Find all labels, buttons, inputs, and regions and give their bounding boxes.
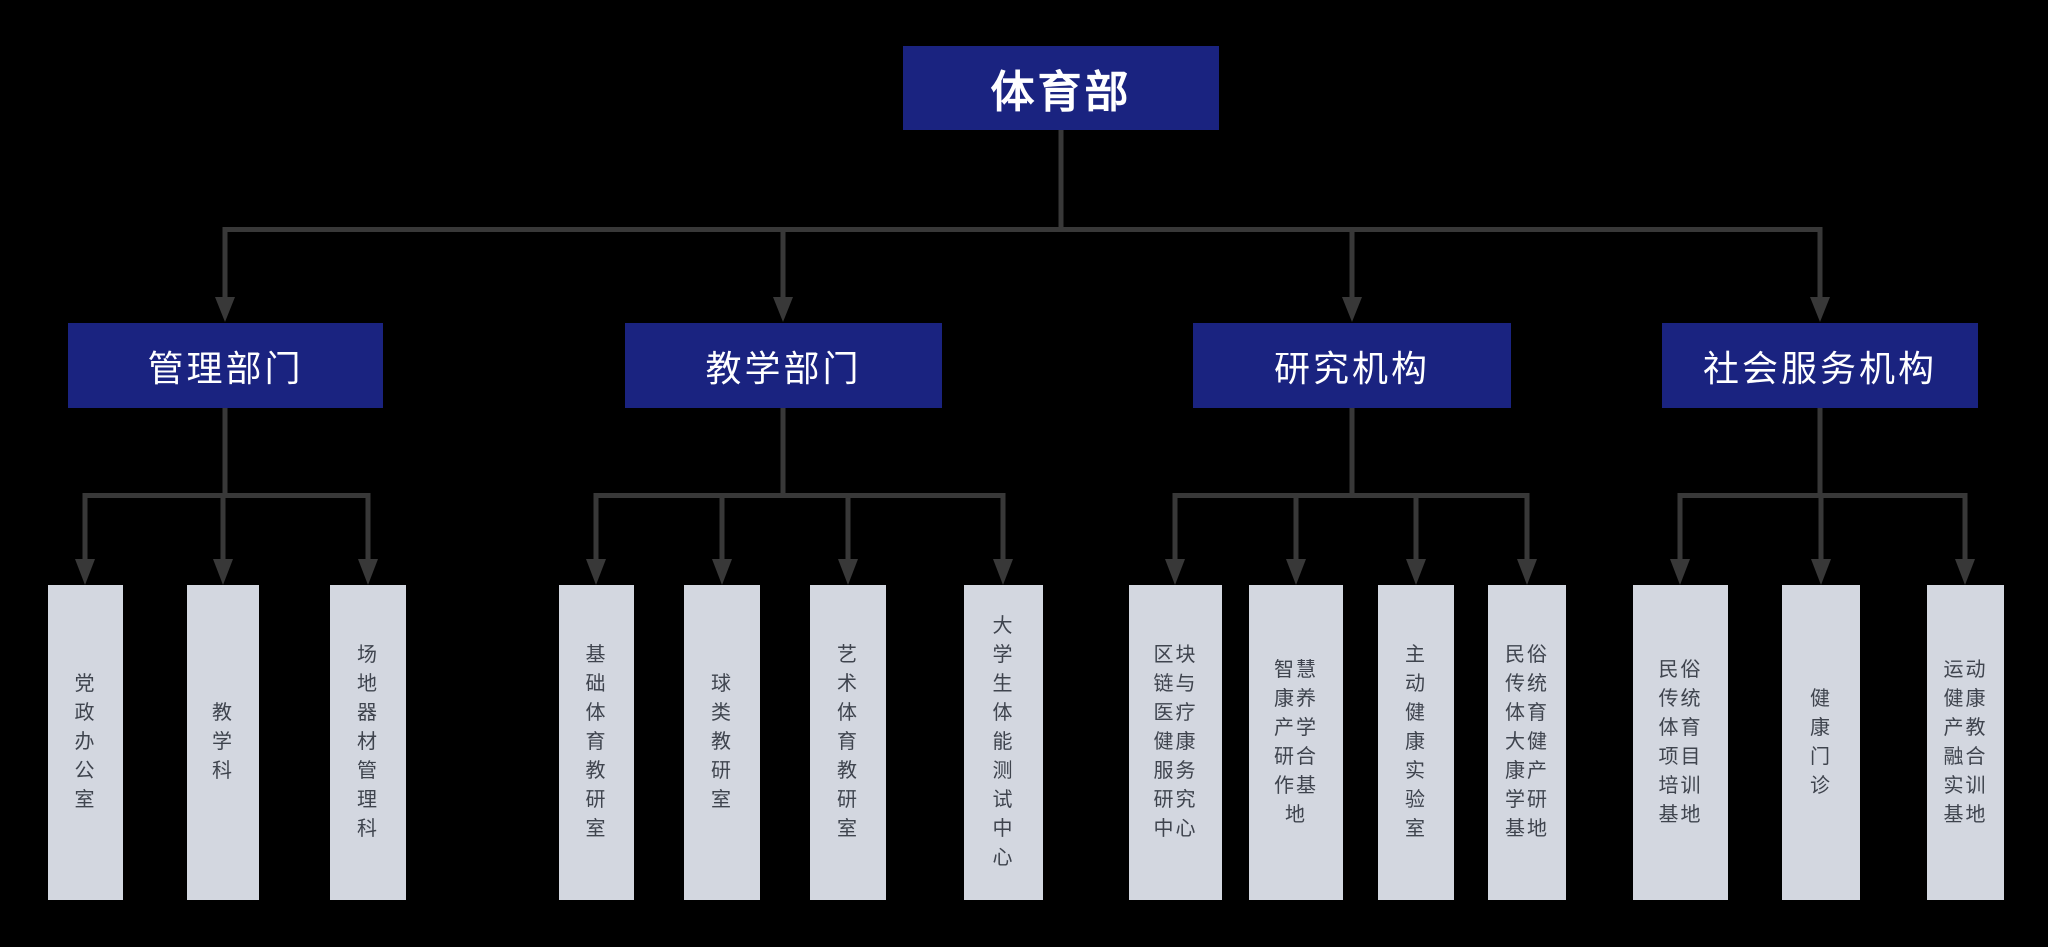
leaf-node-sports-health-training-base: 运动 健康 产教 融合 实训 基地 [1927, 585, 2004, 900]
arrow-down-icon [1810, 297, 1830, 322]
arrow-down-icon [213, 559, 233, 585]
arrow-down-icon [1406, 559, 1426, 585]
leaf-node-blockchain-health-research-center: 区块 链与 医疗 健康 服务 研究 中心 [1129, 585, 1222, 900]
leaf-node-folk-sports-health-research-base: 民俗 传统 体育 大健 康产 学研 基地 [1488, 585, 1566, 900]
arrow-down-icon [1955, 559, 1975, 585]
arrow-down-icon [838, 559, 858, 585]
arrow-down-icon [1517, 559, 1537, 585]
branch-node-teaching-dept: 教学部门 [625, 323, 942, 408]
connector-branch-management [75, 408, 378, 585]
branch-node-social-service-org: 社会服务机构 [1662, 323, 1978, 408]
arrow-down-icon [1670, 559, 1690, 585]
arrow-down-icon [1811, 559, 1831, 585]
arrow-down-icon [1342, 297, 1362, 322]
leaf-node-venue-equipment-section: 场 地 器 材 管 理 科 [330, 585, 406, 900]
branch-node-management-dept: 管理部门 [68, 323, 383, 408]
root-node-sports-department: 体育部 [903, 46, 1219, 130]
arrow-down-icon [358, 559, 378, 585]
leaf-node-active-health-lab: 主 动 健 康 实 验 室 [1378, 585, 1454, 900]
arrow-down-icon [75, 559, 95, 585]
connector-branch-research [1165, 408, 1537, 585]
leaf-node-folk-sports-training-base: 民俗 传统 体育 项目 培训 基地 [1633, 585, 1728, 900]
leaf-node-party-admin-office: 党 政 办 公 室 [48, 585, 123, 900]
connector-branch-social-service [1670, 408, 1975, 585]
arrow-down-icon [1286, 559, 1306, 585]
arrow-down-icon [586, 559, 606, 585]
connector-root-branches [215, 130, 1830, 322]
leaf-node-art-pe-teaching-office: 艺 术 体 育 教 研 室 [810, 585, 886, 900]
connector-branch-teaching [586, 408, 1013, 585]
branch-node-research-org: 研究机构 [1193, 323, 1511, 408]
arrow-down-icon [215, 297, 235, 322]
leaf-node-student-fitness-test-center: 大 学 生 体 能 测 试 中 心 [964, 585, 1043, 900]
leaf-node-basic-pe-teaching-office: 基 础 体 育 教 研 室 [559, 585, 634, 900]
leaf-node-ball-games-teaching-office: 球 类 教 研 室 [684, 585, 760, 900]
arrow-down-icon [993, 559, 1013, 585]
leaf-node-teaching-section: 教 学 科 [187, 585, 259, 900]
arrow-down-icon [712, 559, 732, 585]
arrow-down-icon [1165, 559, 1185, 585]
leaf-node-smart-wellness-cooperation-base: 智慧 康养 产学 研合 作基 地 [1249, 585, 1343, 900]
arrow-down-icon [773, 297, 793, 322]
leaf-node-health-clinic: 健 康 门 诊 [1782, 585, 1860, 900]
